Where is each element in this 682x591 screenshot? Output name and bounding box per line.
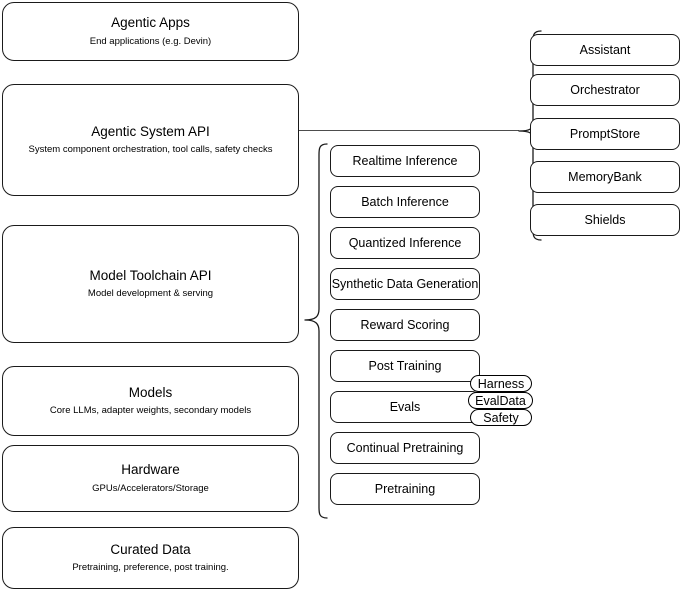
layer-title: Model Toolchain API bbox=[89, 267, 212, 283]
chip-assistant[interactable]: Assistant bbox=[530, 34, 680, 66]
chip-synthetic-data-generation[interactable]: Synthetic Data Generation bbox=[330, 268, 480, 300]
layer-box-models[interactable]: Models Core LLMs, adapter weights, secon… bbox=[2, 366, 299, 436]
chip-orchestrator[interactable]: Orchestrator bbox=[530, 74, 680, 106]
chip-promptstore[interactable]: PromptStore bbox=[530, 118, 680, 150]
chip-memorybank[interactable]: MemoryBank bbox=[530, 161, 680, 193]
layer-subtitle: System component orchestration, tool cal… bbox=[28, 144, 273, 156]
layer-subtitle: GPUs/Accelerators/Storage bbox=[92, 482, 209, 494]
layer-subtitle: Model development & serving bbox=[87, 288, 214, 300]
layer-title: Curated Data bbox=[110, 541, 191, 557]
layer-subtitle: Pretraining, preference, post training. bbox=[72, 562, 229, 574]
chip-reward-scoring[interactable]: Reward Scoring bbox=[330, 309, 480, 341]
layer-box-agentic-system-api[interactable]: Agentic System API System component orch… bbox=[2, 84, 299, 196]
layer-title: Hardware bbox=[121, 462, 180, 478]
layer-box-agentic-apps[interactable]: Agentic Apps End applications (e.g. Devi… bbox=[2, 2, 299, 61]
oval-badge-evaldata[interactable]: EvalData bbox=[468, 392, 533, 409]
layer-box-model-toolchain-api[interactable]: Model Toolchain API Model development & … bbox=[2, 225, 299, 343]
layer-title: Models bbox=[128, 384, 173, 400]
chip-post-training[interactable]: Post Training bbox=[330, 350, 480, 382]
oval-badge-harness[interactable]: Harness bbox=[470, 375, 532, 392]
oval-badge-safety[interactable]: Safety bbox=[470, 409, 532, 426]
layer-title: Agentic System API bbox=[91, 123, 210, 139]
chip-realtime-inference[interactable]: Realtime Inference bbox=[330, 145, 480, 177]
chip-shields[interactable]: Shields bbox=[530, 204, 680, 236]
chip-batch-inference[interactable]: Batch Inference bbox=[330, 186, 480, 218]
layer-subtitle: Core LLMs, adapter weights, secondary mo… bbox=[49, 405, 252, 417]
layer-box-hardware[interactable]: Hardware GPUs/Accelerators/Storage bbox=[2, 445, 299, 512]
chip-pretraining[interactable]: Pretraining bbox=[330, 473, 480, 505]
brace-toolchain-components bbox=[304, 143, 328, 519]
layer-box-curated-data[interactable]: Curated Data Pretraining, preference, po… bbox=[2, 527, 299, 589]
layer-title: Agentic Apps bbox=[111, 15, 190, 31]
connector-agentic-system-to-components bbox=[299, 130, 519, 132]
layer-subtitle: End applications (e.g. Devin) bbox=[89, 35, 212, 47]
chip-continual-pretraining[interactable]: Continual Pretraining bbox=[330, 432, 480, 464]
chip-evals[interactable]: Evals bbox=[330, 391, 480, 423]
chip-quantized-inference[interactable]: Quantized Inference bbox=[330, 227, 480, 259]
